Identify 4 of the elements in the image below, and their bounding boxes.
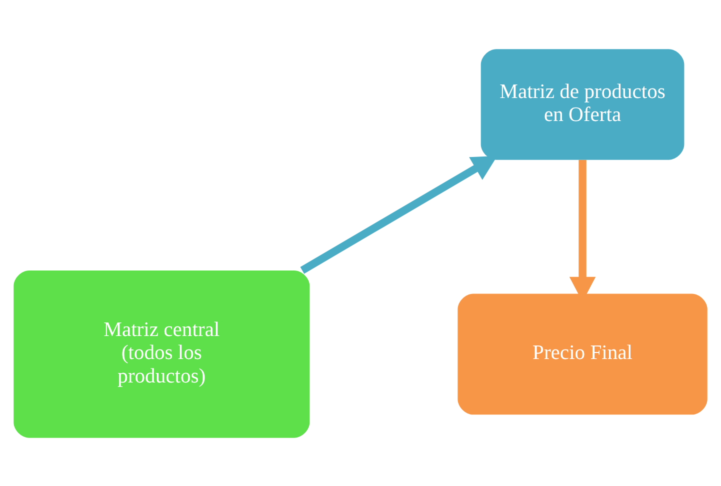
node-box: Matriz central (todos los productos) [14,270,310,438]
node-box: Precio Final [458,293,708,414]
arrow [300,155,498,274]
node-box: Matriz de productos en Oferta [480,48,684,160]
